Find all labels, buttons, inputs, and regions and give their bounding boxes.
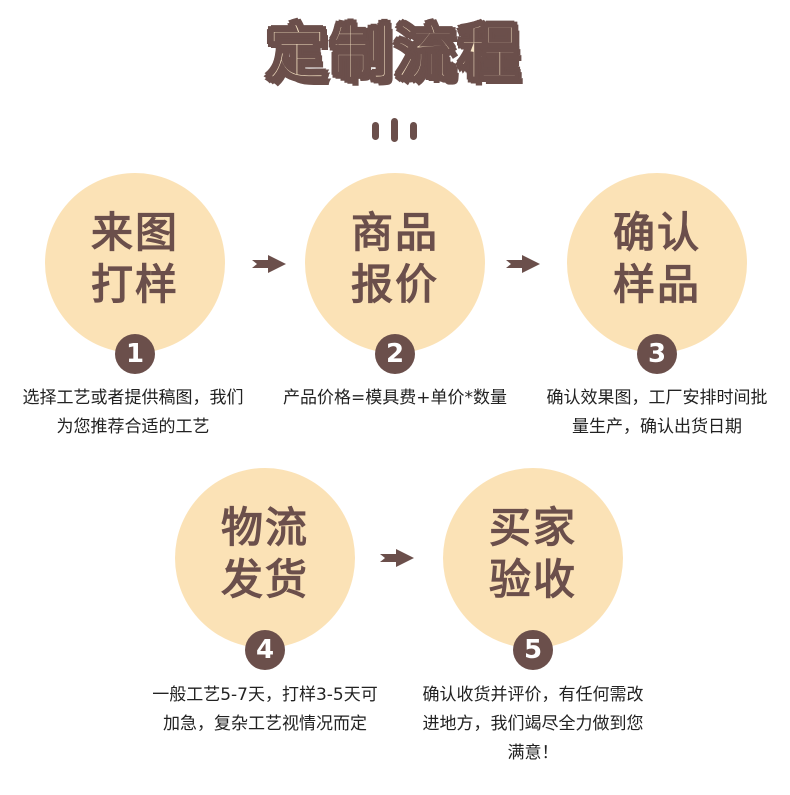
step-2-title-line2: 报价: [350, 260, 439, 309]
step-2-number-badge: 2: [375, 334, 415, 374]
step-4-title-line2: 发货: [220, 555, 309, 604]
step-4-number-badge: 4: [245, 630, 285, 670]
step-5-title-line2: 验收: [488, 555, 577, 604]
step-5-description: 确认收货并评价，有任何需改进地方，我们竭尽全力做到您满意！: [422, 685, 644, 763]
step-1-circle: 来图 打样: [45, 173, 225, 353]
step-1-description: 选择工艺或者提供稿图，我们为您推荐合适的工艺: [22, 388, 244, 437]
step-3-title-line1: 确认: [612, 208, 701, 257]
step-2-circle: 商品 报价: [305, 173, 485, 353]
step-3-title-line2: 样品: [612, 260, 701, 309]
step-1-title-line2: 打样: [90, 260, 179, 309]
step-5-circle: 买家 验收: [443, 468, 623, 648]
step-4-title-line1: 物流: [220, 503, 309, 552]
arrow-right-icon: [252, 255, 286, 273]
step-4-description: 一般工艺5-7天，打样3-5天可加急，复杂工艺视情况而定: [152, 685, 378, 734]
step-4-circle: 物流 发货: [175, 468, 355, 648]
step-5-title-line1: 买家: [488, 503, 577, 552]
step-2-description: 产品价格=模具费+单价*数量: [283, 388, 507, 408]
step-3-circle: 确认 样品: [567, 173, 747, 353]
step-5-number-badge: 5: [513, 630, 553, 670]
step-3-description: 确认效果图，工厂安排时间批量生产，确认出货日期: [546, 388, 768, 437]
arrow-right-icon: [506, 255, 540, 273]
step-1-number-badge: 1: [115, 334, 155, 374]
decorative-ticks-icon: [372, 118, 418, 142]
step-3-number-badge: 3: [637, 334, 677, 374]
step-1-title-line1: 来图: [90, 208, 179, 257]
step-2-title-line1: 商品: [350, 208, 439, 257]
page-title: 定制流程: [266, 18, 523, 90]
arrow-right-icon: [380, 549, 414, 567]
